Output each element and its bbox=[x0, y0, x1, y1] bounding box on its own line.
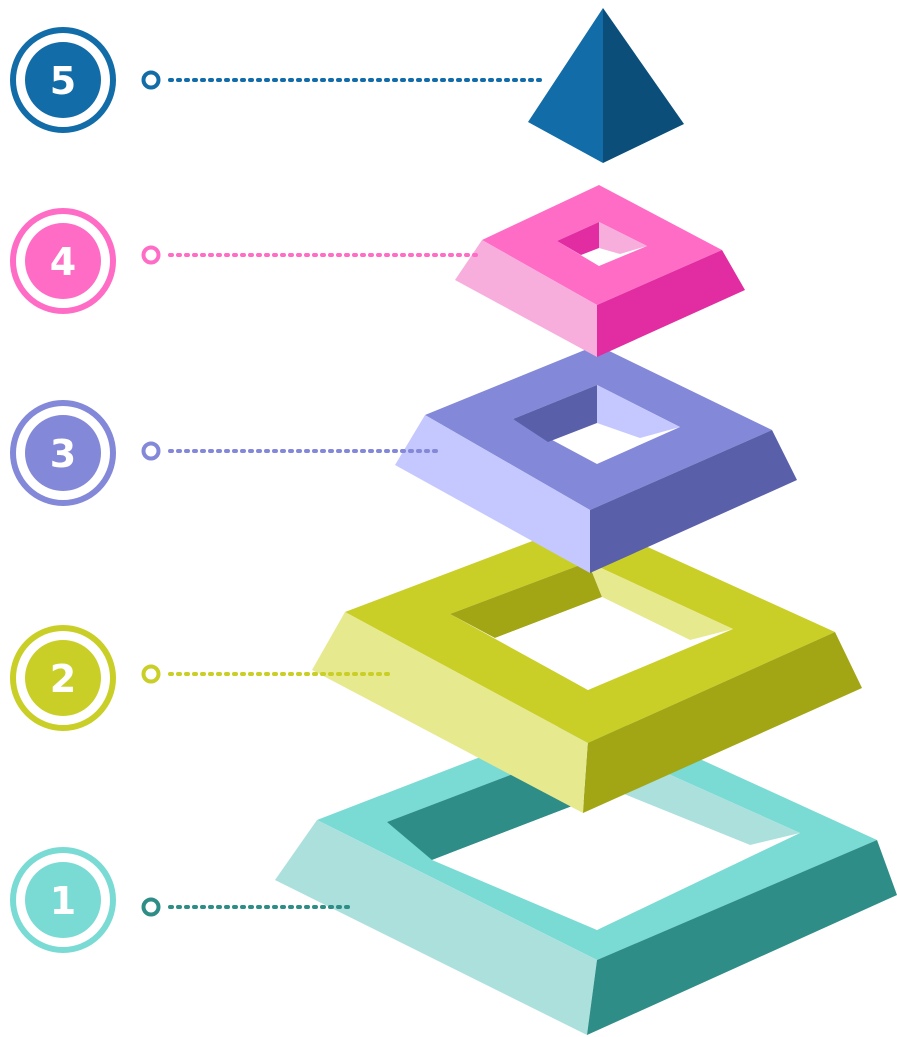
layer-4-face-right bbox=[597, 250, 745, 357]
connector-3 bbox=[141, 441, 442, 461]
pyramid-layer-2 bbox=[312, 520, 862, 813]
pyramid-layer-3 bbox=[395, 345, 797, 573]
badge-5-number: 5 bbox=[50, 59, 76, 103]
connector-1 bbox=[141, 897, 350, 917]
badge-4-number: 4 bbox=[50, 240, 76, 284]
badge-5: 5 bbox=[10, 27, 116, 133]
layer-5-face-left bbox=[528, 8, 603, 163]
pyramid-layer-4 bbox=[455, 185, 745, 357]
connectors bbox=[141, 70, 547, 917]
layer-3-inner-wall-right bbox=[597, 385, 680, 438]
layer-4-face-left bbox=[455, 240, 597, 357]
pyramid-layer-5 bbox=[528, 8, 684, 163]
layer-5-face-right bbox=[603, 8, 684, 163]
layer-4-inner-wall-left bbox=[557, 222, 599, 255]
connector-4 bbox=[141, 245, 480, 265]
connector-5 bbox=[141, 70, 547, 90]
badge-2: 2 bbox=[10, 625, 116, 731]
badge-4: 4 bbox=[10, 208, 116, 314]
badge-3-number: 3 bbox=[50, 432, 76, 476]
layer-3-face-right bbox=[590, 430, 797, 573]
layer-4-inner-wall-right bbox=[599, 222, 647, 254]
badges: 5 4 3 2 1 bbox=[10, 27, 116, 953]
layer-1-face-left bbox=[275, 820, 597, 1035]
badge-1-number: 1 bbox=[50, 879, 76, 923]
badge-2-number: 2 bbox=[50, 657, 76, 701]
layer-2-inner-wall-left bbox=[450, 562, 602, 638]
badge-3: 3 bbox=[10, 400, 116, 506]
layer-2-hole-floor bbox=[495, 597, 690, 690]
connector-2 bbox=[141, 664, 390, 684]
badge-1: 1 bbox=[10, 847, 116, 953]
layer-1-face-right bbox=[587, 840, 897, 1035]
layer-2-face-right bbox=[583, 632, 862, 813]
layer-3-face-left bbox=[395, 415, 590, 573]
layer-1-hole-floor bbox=[432, 790, 750, 930]
layer-2-face-left bbox=[312, 612, 588, 813]
layer-2-inner-wall-right bbox=[588, 562, 733, 640]
layer-3-inner-wall-left bbox=[513, 385, 597, 442]
